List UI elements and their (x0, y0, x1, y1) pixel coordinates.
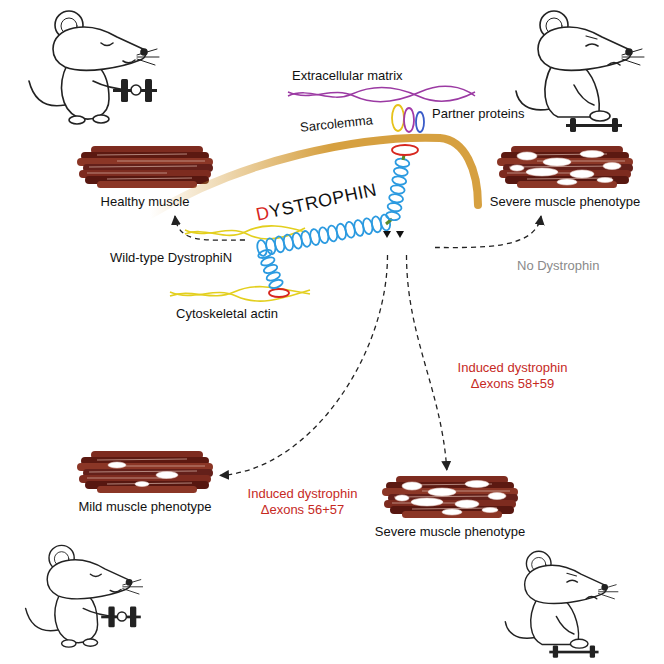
mouse-strong (26, 545, 143, 647)
muscle-tissue (108, 462, 178, 487)
muscle-tissue (497, 146, 633, 188)
partner-proteins (404, 108, 414, 132)
part-label: Partner proteins (432, 106, 525, 122)
outcome-box: Healthy muscle (70, 140, 220, 216)
caption-text: Severe muscle phenotype (490, 194, 640, 210)
part-label: Extracellular matrix (292, 68, 403, 84)
part-label: Sarcolemma (299, 112, 373, 136)
muscle-tissue (77, 146, 213, 188)
mouse-strong (26, 11, 159, 647)
part-label: Cytoskeletal actin (176, 306, 278, 322)
caption-text: Mild muscle phenotype (79, 499, 212, 515)
protein-region: DYSTROPHIN (245, 180, 435, 255)
deletion-marker (383, 231, 391, 238)
muscle-tissue (77, 451, 213, 493)
extracellular-matrix (288, 86, 475, 102)
muscle-tissue (77, 146, 213, 188)
outcome-box: Severe muscle phenotype (485, 140, 645, 216)
dashed-arrow (435, 216, 541, 248)
dystrophin-molecule (392, 175, 407, 185)
dystrophin-molecule (390, 184, 405, 194)
outcome-box: Mild muscle phenotype (70, 445, 220, 521)
dystrophin-molecule (392, 145, 418, 155)
dystrophin-molecule (269, 289, 289, 297)
dashed-arrow (407, 255, 447, 470)
edge-label: Induced dystrophin Δexons 58+59 (448, 360, 577, 392)
dashed-arrow (220, 255, 388, 475)
dystrophin-molecule (387, 202, 402, 212)
actin-filament (170, 290, 310, 301)
partner-proteins (392, 105, 404, 131)
deletion-marker (383, 231, 404, 238)
partner-proteins (392, 105, 424, 132)
protein-name: DYSTROPHIN (254, 179, 379, 225)
partner-proteins (416, 112, 424, 132)
muscle-tissue (497, 146, 633, 188)
dystrophin-molecule (256, 145, 418, 297)
extracellular-matrix (288, 86, 475, 102)
mouse-strong (29, 11, 159, 124)
muscle-tissue (77, 451, 213, 493)
dystrophin-molecule (385, 211, 400, 221)
mouse-weak (505, 11, 644, 658)
caption-text: Severe muscle phenotype (375, 524, 525, 540)
mouse-weak (505, 551, 618, 657)
caption-text: Healthy muscle (101, 194, 190, 210)
dashed-arrow (175, 216, 245, 240)
dystrophin-molecule (389, 193, 404, 203)
edge-label: Induced dystrophin Δexons 56+57 (238, 486, 367, 518)
outcome-box: Severe muscle phenotype (370, 470, 530, 546)
muscle-tissue (510, 151, 621, 186)
edge-label: Wild-type DystrophiN (108, 250, 234, 266)
dystrophin-molecule (393, 167, 408, 177)
mouse-weak (516, 11, 644, 132)
edge-label: No Dystrophin (515, 258, 601, 274)
dystrophin-molecule (385, 158, 410, 221)
muscle-tissue (395, 481, 506, 516)
muscle-tissue (382, 476, 518, 518)
muscle-tissue (382, 476, 518, 518)
actin-filament (185, 228, 305, 239)
deletion-marker (396, 231, 404, 238)
